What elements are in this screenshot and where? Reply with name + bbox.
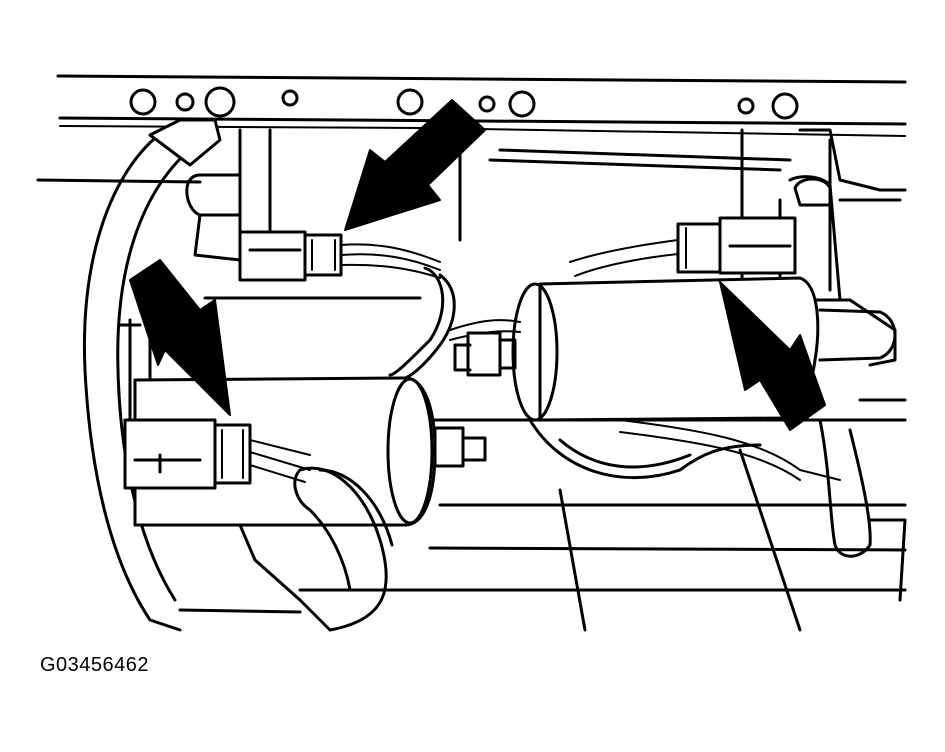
upper-left-connector bbox=[238, 230, 441, 282]
rail-hole-8 bbox=[737, 97, 755, 115]
arrow-left bbox=[129, 259, 231, 416]
upper-bracket bbox=[185, 173, 242, 262]
left-hose bbox=[82, 118, 222, 632]
rail-hole-3 bbox=[204, 86, 236, 118]
arrow-right bbox=[719, 281, 826, 431]
rail-hole-7 bbox=[508, 90, 536, 118]
rail-hole-4 bbox=[281, 89, 299, 107]
left-connector bbox=[123, 418, 311, 490]
right-connector bbox=[569, 216, 797, 277]
rail-hole-6 bbox=[478, 95, 496, 113]
rail-hole-1 bbox=[129, 88, 157, 116]
right-lower-hoses bbox=[528, 175, 872, 558]
figure-id: G03456462 bbox=[40, 654, 150, 676]
rail-hole-9 bbox=[771, 92, 799, 120]
rail-hole-5 bbox=[396, 88, 424, 116]
rail-hole-2 bbox=[175, 92, 195, 112]
arrow-upper bbox=[344, 99, 486, 231]
lower-hose bbox=[238, 466, 394, 632]
